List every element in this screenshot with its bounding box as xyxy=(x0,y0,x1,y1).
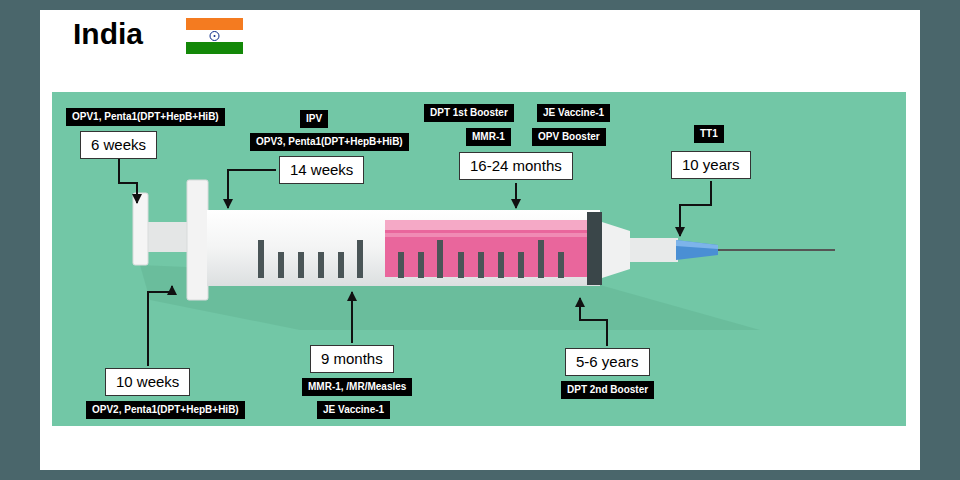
syringe xyxy=(133,180,835,300)
age-box: 10 weeks xyxy=(105,368,190,396)
vaccine-text: JE Vaccine-1 xyxy=(323,404,384,416)
age-text: 5-6 years xyxy=(576,353,639,371)
age-text: 6 weeks xyxy=(91,136,146,154)
page-title: India xyxy=(73,16,143,52)
vaccine-text: OPV Booster xyxy=(538,131,600,143)
vaccine-text: TT1 xyxy=(700,128,718,140)
leader-arrows xyxy=(119,159,711,366)
vaccine-label: OPV1, Penta1(DPT+HepB+HiB) xyxy=(66,108,225,126)
white-panel xyxy=(40,10,920,470)
vaccine-label: OPV3, Penta1(DPT+HepB+HiB) xyxy=(250,133,409,151)
vaccine-label: OPV Booster xyxy=(532,128,606,146)
age-box: 5-6 years xyxy=(565,348,650,376)
age-text: 10 weeks xyxy=(116,373,179,391)
age-text: 10 years xyxy=(682,156,740,174)
vaccine-text: OPV1, Penta1(DPT+HepB+HiB) xyxy=(72,111,219,123)
vaccine-label: MMR-1 xyxy=(466,128,511,146)
vaccine-label: DPT 1st Booster xyxy=(424,104,514,122)
age-box: 9 months xyxy=(310,345,394,373)
vaccine-text: JE Vaccine-1 xyxy=(543,107,604,119)
vaccine-text: DPT 1st Booster xyxy=(430,107,508,119)
india-flag xyxy=(186,18,243,54)
vaccine-text: IPV xyxy=(306,113,322,125)
vaccine-label: OPV2, Penta1(DPT+HepB+HiB) xyxy=(86,401,245,419)
vaccine-label: JE Vaccine-1 xyxy=(537,104,610,122)
vaccine-label: JE Vaccine-1 xyxy=(317,401,390,419)
vaccine-text: OPV2, Penta1(DPT+HepB+HiB) xyxy=(92,404,239,416)
vaccine-text: MMR-1, /MR/Measles xyxy=(308,381,406,393)
vaccine-label: IPV xyxy=(300,110,328,128)
vaccine-label: MMR-1, /MR/Measles xyxy=(302,378,412,396)
age-box: 16-24 months xyxy=(459,152,573,180)
age-box: 10 years xyxy=(671,151,751,179)
age-text: 9 months xyxy=(321,350,383,368)
age-text: 16-24 months xyxy=(470,157,562,175)
vaccine-text: DPT 2nd Booster xyxy=(567,384,648,396)
age-text: 14 weeks xyxy=(290,161,353,179)
vaccine-text: MMR-1 xyxy=(472,131,505,143)
vaccine-label: DPT 2nd Booster xyxy=(561,381,654,399)
vaccine-text: OPV3, Penta1(DPT+HepB+HiB) xyxy=(256,136,403,148)
age-box: 14 weeks xyxy=(279,156,364,184)
vaccine-label: TT1 xyxy=(694,125,724,143)
age-box: 6 weeks xyxy=(80,131,157,159)
teal-panel xyxy=(52,92,906,426)
